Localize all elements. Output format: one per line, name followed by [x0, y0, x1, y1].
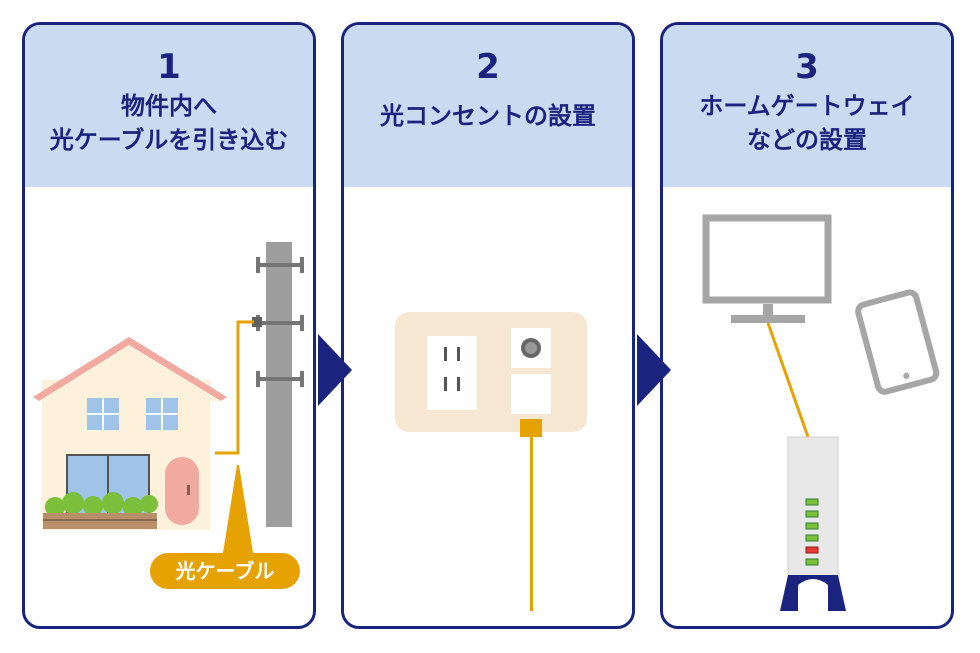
tablet-icon — [855, 289, 940, 395]
step-2-number: 2 — [476, 47, 500, 87]
step-1-header: 1 物件内へ 光ケーブルを引き込む — [25, 25, 313, 187]
step-arrow-1-to-2 — [318, 334, 352, 406]
step-1-panel: 1 物件内へ 光ケーブルを引き込む — [22, 22, 316, 629]
step-1-title: 物件内へ 光ケーブルを引き込む — [49, 92, 289, 154]
optical-outlet-icon — [395, 312, 587, 611]
step-1-illustration — [33, 242, 304, 553]
step-3-illustration — [702, 214, 940, 611]
step-2-illustration — [395, 312, 587, 611]
cable-label: 光ケーブル — [150, 553, 300, 589]
house-icon — [33, 337, 227, 530]
step-2-header: 2 光コンセントの設置 — [344, 25, 632, 187]
step-3-number: 3 — [795, 47, 819, 87]
step-2-panel: 2 光コンセントの設置 — [341, 22, 635, 629]
step-2-title: 光コンセントの設置 — [380, 102, 596, 130]
step-1-number: 1 — [157, 47, 181, 87]
step-arrow-2-to-3 — [637, 334, 671, 406]
monitor-icon — [702, 214, 832, 323]
step-3-title: ホームゲートウェイ などの設置 — [699, 92, 915, 154]
step-3-header: 3 ホームゲートウェイ などの設置 — [663, 25, 951, 187]
utility-pole-icon — [252, 242, 304, 527]
step-3-panel: 3 ホームゲートウェイ などの設置 — [660, 22, 954, 629]
home-gateway-icon — [780, 436, 846, 611]
